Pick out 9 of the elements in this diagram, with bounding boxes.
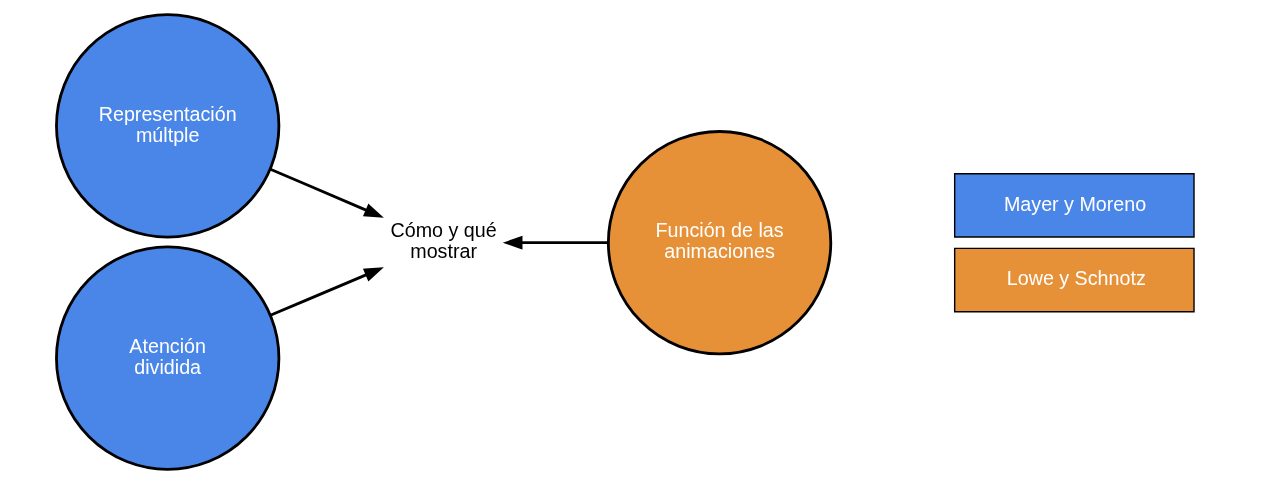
node-circle: Atención dividida xyxy=(54,245,280,471)
node-circle: Representación múltple xyxy=(54,12,280,238)
arrow xyxy=(269,266,384,317)
legend-label: Mayer y Moreno xyxy=(1003,192,1146,215)
arrow xyxy=(502,235,608,250)
node-circle: Función de las animaciones xyxy=(606,129,832,355)
legend-label: Lowe y Schnotz xyxy=(1006,266,1146,289)
arrow xyxy=(269,167,384,218)
node-text: Cómo y qué mostrar xyxy=(390,218,497,262)
